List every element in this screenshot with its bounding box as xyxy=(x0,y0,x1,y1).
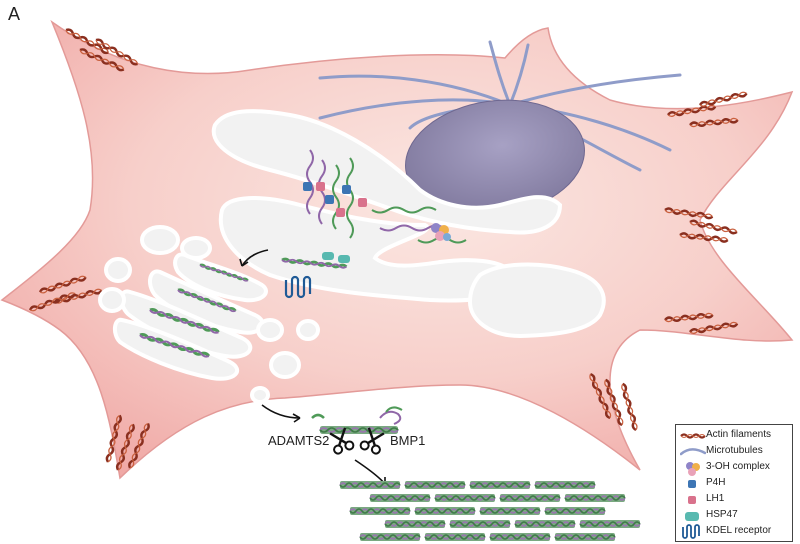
legend-item-kdel-receptor: KDEL receptor xyxy=(676,524,794,540)
bmp1-label: BMP1 xyxy=(390,433,426,448)
legend-item-actin: Actin filaments xyxy=(676,428,794,444)
collagen-fibrils xyxy=(339,480,641,542)
legend-label: 3-OH complex xyxy=(706,461,770,472)
p4h-enzymes xyxy=(303,182,351,204)
legend-label: Microtubules xyxy=(706,445,763,456)
legend-item-p4h: P4H xyxy=(676,476,794,492)
hsp47-icon xyxy=(685,512,699,521)
extracellular-procollagen xyxy=(311,406,403,436)
cell-membrane xyxy=(0,19,794,480)
legend-item-microtubules: Microtubules xyxy=(676,444,794,460)
legend-item-lh1: LH1 xyxy=(676,492,794,508)
lh1-enzymes xyxy=(316,182,367,217)
microtubule-icon xyxy=(680,448,706,456)
legend-item-3-oh-complex: 3-OH complex xyxy=(676,460,794,476)
lh1-icon xyxy=(688,496,696,504)
kdel-receptor xyxy=(284,275,312,299)
3-oh-complex xyxy=(431,223,451,241)
endoplasmic-reticulum xyxy=(211,109,606,339)
legend-label: KDEL receptor xyxy=(706,525,772,536)
p4h-icon xyxy=(688,480,696,488)
adamts2-label: ADAMTS2 xyxy=(268,433,330,448)
legend-label: Actin filaments xyxy=(706,429,772,440)
legend-item-hsp47: HSP47 xyxy=(676,508,794,524)
legend-label: LH1 xyxy=(706,493,725,504)
3-oh-complex-icon xyxy=(686,462,700,476)
procollagen-triple-helix xyxy=(280,252,350,270)
actin-filament-icon xyxy=(680,433,706,439)
legend: Actin filaments Microtubules 3-OH comple… xyxy=(675,424,793,542)
legend-label: HSP47 xyxy=(706,509,738,520)
panel-letter: A xyxy=(8,4,21,24)
legend-label: P4H xyxy=(706,477,726,488)
kdel-receptor-icon xyxy=(682,524,700,539)
